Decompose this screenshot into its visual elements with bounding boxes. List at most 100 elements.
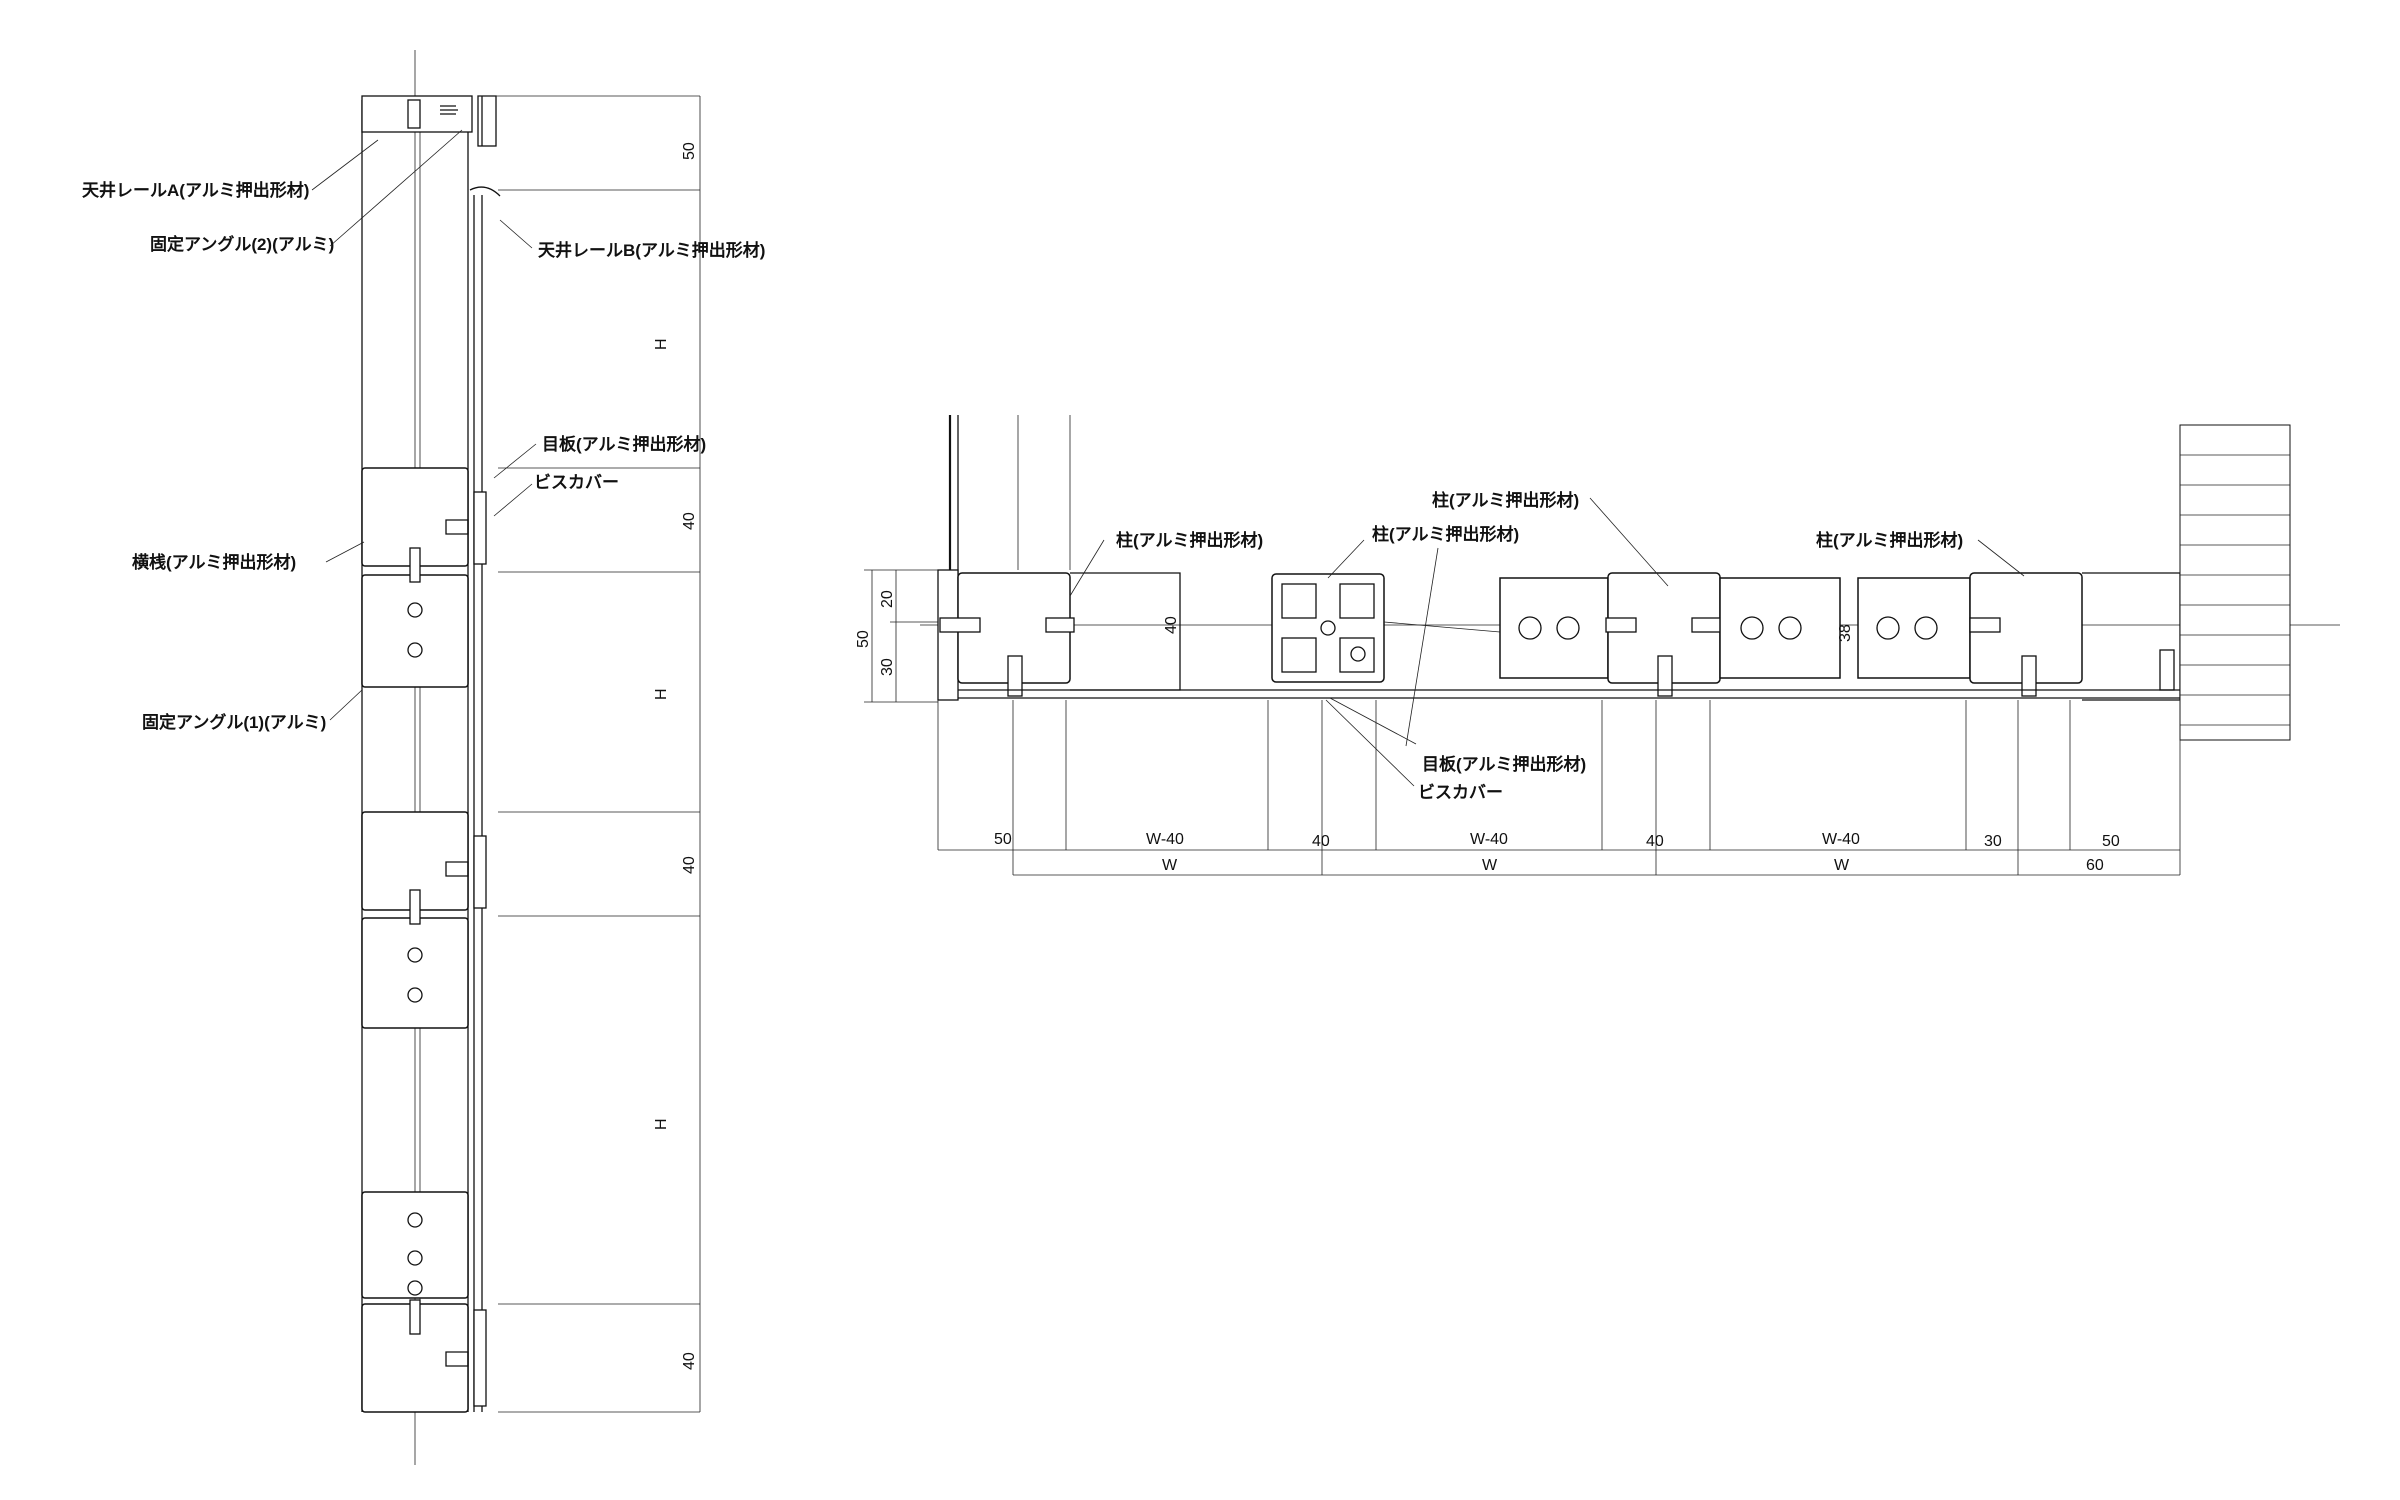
dim-h-1: H xyxy=(653,338,670,350)
post-2-bolt-icon xyxy=(1320,620,1336,636)
bolt-icon xyxy=(407,642,423,658)
dim-h-2: H xyxy=(653,688,670,700)
panel-a xyxy=(1499,577,1609,679)
label-fixing-angle-2: 固定アングル(2)(アルミ) xyxy=(150,234,334,254)
joint-plate-3 xyxy=(445,1351,469,1367)
ceiling-rail-b-profile xyxy=(469,96,501,197)
dim-left-lower: 30 xyxy=(879,658,896,676)
label-plan-screw-cover: ビスカバー xyxy=(1418,783,1503,802)
screw-cover-1 xyxy=(473,491,487,565)
bolt-icon xyxy=(407,602,423,618)
post-2 xyxy=(1271,573,1385,683)
plan-left-screw xyxy=(939,617,981,633)
label-ceiling-rail-b: 天井レールB(アルミ押出形材) xyxy=(538,240,765,260)
label-fixing-angle-1: 固定アングル(1)(アルミ) xyxy=(142,712,326,732)
ceiling-rail-b-shape xyxy=(477,95,497,147)
dim-left-upper: 20 xyxy=(879,590,896,608)
dim-h-3: H xyxy=(653,1118,670,1130)
label-ceiling-rail-a: 天井レールA(アルミ押出形材) xyxy=(82,180,309,200)
fixing-angle-1a xyxy=(361,574,469,688)
vertical-section: 50 H 40 H 40 H 40 天井レールA(アルミ押出形材) 固定アングル… xyxy=(82,50,765,1465)
screw-cover-2 xyxy=(473,835,487,909)
dim-row1-1: W-40 xyxy=(1146,831,1184,848)
post-3-screw xyxy=(1605,617,1637,633)
post-3-bottom-screw xyxy=(1657,655,1673,697)
leader-line xyxy=(1977,539,2025,577)
plan-left-end-frame xyxy=(937,569,959,701)
label-post-3: 柱(アルミ押出形材) xyxy=(1432,490,1579,510)
dim-row1-0: 50 xyxy=(994,831,1012,848)
label-plan-joint-plate: 目板(アルミ押出形材) xyxy=(1422,754,1586,774)
post-3-screw xyxy=(1691,617,1723,633)
leader-line xyxy=(1069,539,1105,597)
leader-line xyxy=(1589,497,1669,587)
post-2-cell xyxy=(1339,637,1375,673)
post-2-cell xyxy=(1281,583,1317,619)
post-1-bottom-screw xyxy=(1007,655,1023,697)
dim-transom-40-3: 40 xyxy=(681,1352,698,1370)
transom-1-screw xyxy=(409,547,421,583)
joint-plate-2 xyxy=(445,861,469,877)
transom-3-screw xyxy=(409,1299,421,1335)
dim-row1-5: W-40 xyxy=(1822,831,1860,848)
leader-line xyxy=(1325,699,1415,787)
post-1-screw xyxy=(1045,617,1075,633)
dim-transom-40-2: 40 xyxy=(681,856,698,874)
post-2-bolt-icon xyxy=(1350,646,1366,662)
leader-line xyxy=(493,443,537,479)
post-2-cell xyxy=(1281,637,1317,673)
panel-bolt-icon xyxy=(1914,616,1938,640)
dim-transom-40-1: 40 xyxy=(681,512,698,530)
ceiling-screw-icon xyxy=(440,105,458,115)
joint-plate-1 xyxy=(445,519,469,535)
dim-row1-2: 40 xyxy=(1312,833,1330,850)
dim-row2-1: W xyxy=(1482,857,1498,874)
dim-row2-0: W xyxy=(1162,857,1178,874)
panel-bolt-icon xyxy=(1778,616,1802,640)
panel-b xyxy=(1719,577,1841,679)
dim-ceiling-50: 50 xyxy=(681,142,698,160)
leader-line xyxy=(493,483,533,517)
dim-inner-glass: 38 xyxy=(1837,624,1854,642)
plan-section: 50 W-40 40 W-40 40 W-40 30 50 W W W 60 5… xyxy=(855,415,2340,876)
leader-line xyxy=(499,219,533,249)
dim-inner-depth: 40 xyxy=(1163,616,1180,634)
leader-line xyxy=(1405,547,1439,747)
label-transom: 横桟(アルミ押出形材) xyxy=(132,552,296,572)
dim-row1-3: W-40 xyxy=(1470,831,1508,848)
ceiling-clip xyxy=(407,99,421,129)
leader-line xyxy=(329,689,363,721)
label-post-4: 柱(アルミ押出形材) xyxy=(1816,530,1963,550)
panel-bolt-icon xyxy=(1876,616,1900,640)
fixing-angle-1c xyxy=(361,1191,469,1299)
panel-bolt-icon xyxy=(1518,616,1542,640)
fixing-angle-1b xyxy=(361,917,469,1029)
transom-2-screw xyxy=(409,889,421,925)
dim-row1-7: 50 xyxy=(2102,833,2120,850)
screw-cover-3 xyxy=(473,1309,487,1407)
bolt-icon xyxy=(407,987,423,1003)
post-2-tie xyxy=(1383,621,1501,633)
plan-wall-hatch xyxy=(2179,424,2291,741)
bolt-icon xyxy=(407,947,423,963)
dim-left-total: 50 xyxy=(855,630,872,648)
dim-row2-2: W xyxy=(1834,857,1850,874)
label-post-1: 柱(アルミ押出形材) xyxy=(1116,530,1263,550)
leader-line xyxy=(325,541,365,563)
plan-right-anchor-icon xyxy=(2159,649,2175,691)
dim-row1-4: 40 xyxy=(1646,833,1664,850)
bolt-icon xyxy=(407,1212,423,1228)
dim-row2-3: 60 xyxy=(2086,857,2104,874)
label-section-screw-cover: ビスカバー xyxy=(534,473,619,492)
post-4-bottom-screw xyxy=(2021,655,2037,697)
label-section-joint-plate: 目板(アルミ押出形材) xyxy=(542,434,706,454)
bolt-icon xyxy=(407,1250,423,1266)
panel-bolt-icon xyxy=(1556,616,1580,640)
post-4-screw xyxy=(1969,617,2001,633)
bolt-icon xyxy=(407,1280,423,1296)
leader-line xyxy=(329,129,463,247)
post-2-cell xyxy=(1339,583,1375,619)
label-post-2: 柱(アルミ押出形材) xyxy=(1372,524,1519,544)
panel-bolt-icon xyxy=(1740,616,1764,640)
